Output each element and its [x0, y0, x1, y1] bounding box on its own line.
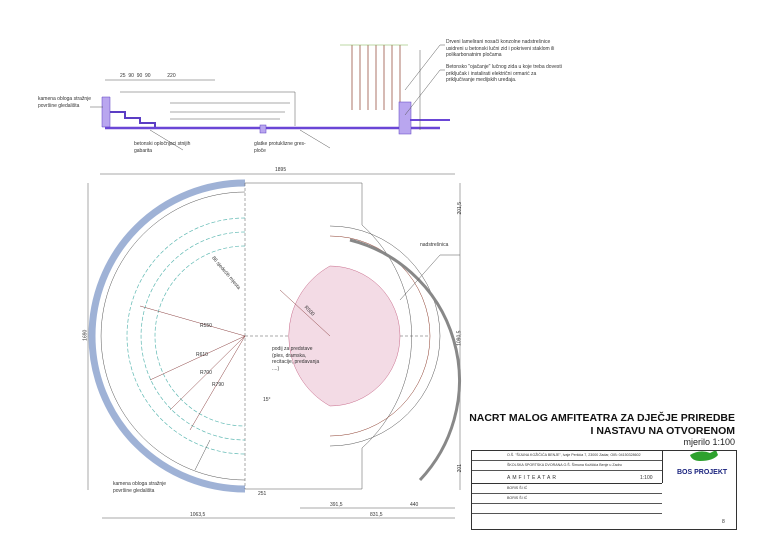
- title-block: O.Š. "ŠIJUNA KOŽIČIĆA BENJE", Ivaje Perk…: [471, 450, 737, 530]
- dim-right-bottom: 201: [456, 464, 463, 473]
- tb-designer-1: BORIS ŠI IĆ: [507, 486, 528, 490]
- bull-logo-icon: [690, 450, 718, 461]
- arc-dim: 251: [258, 491, 267, 497]
- tb-investor: O.Š. "ŠIJUNA KOŽIČIĆA BENJE", Ivaje Perk…: [507, 453, 641, 457]
- canopy-label: nadstrešnica: [420, 242, 449, 248]
- dim-bottom-b: 440: [410, 502, 419, 508]
- note-timber: Drveni lamelirani nosači konzolne nadstr…: [446, 39, 555, 58]
- stage-label: podij za predstave (ples, dramska, recit…: [272, 346, 320, 372]
- radius-550: R550: [200, 323, 212, 329]
- radius-790: R790: [212, 382, 224, 388]
- dim-bottom-left: 1063,5: [190, 512, 206, 518]
- dim-width: 1895: [275, 167, 287, 173]
- tb-drawing: AMFITEATAR: [507, 475, 558, 481]
- dim-bottom-right: 831,5: [370, 512, 383, 518]
- drawing-scale: mjerilo 1:100: [683, 437, 735, 447]
- section-dims: 25 90 90 90 220: [120, 73, 176, 79]
- plan-view: [87, 173, 461, 519]
- note-concrete: Betonsko "ojačanje" lučnog zida u koje t…: [446, 64, 562, 83]
- company-logo: BOS PROJEKT: [662, 451, 737, 483]
- radius-700: R700: [200, 370, 212, 376]
- dim-bottom-a: 391,5: [330, 502, 343, 508]
- radius-610: R610: [196, 352, 208, 358]
- tb-building: ŠKOLSKA SPORTSKA DVORANA O.Š. Šimuna Kož…: [507, 463, 622, 467]
- stone-label: kamena obloga stražnje površine gledališ…: [113, 481, 167, 494]
- tb-designer-2: BORIS ŠI IĆ: [507, 496, 528, 500]
- dim-right-mid: 1090,5: [456, 330, 463, 346]
- section-view: [90, 44, 450, 151]
- dim-height-left: 1690: [82, 329, 89, 341]
- dim-right-top: 201,5: [457, 201, 464, 215]
- angle-label: 15°: [263, 397, 271, 403]
- note-curbs: betonski opločnjaci stnijih gabarita: [134, 141, 191, 154]
- tb-scale: 1:100: [640, 475, 653, 481]
- drawing-title: NACRT MALOG AMFITEATRA ZA DJEČJE PRIREDB…: [469, 412, 735, 437]
- note-tiles: glatke protuklizne gres-ploče: [254, 141, 306, 154]
- note-stone-section: kamena obloga stražnje površine gledališ…: [38, 96, 92, 109]
- tb-sheet: 8: [722, 519, 725, 525]
